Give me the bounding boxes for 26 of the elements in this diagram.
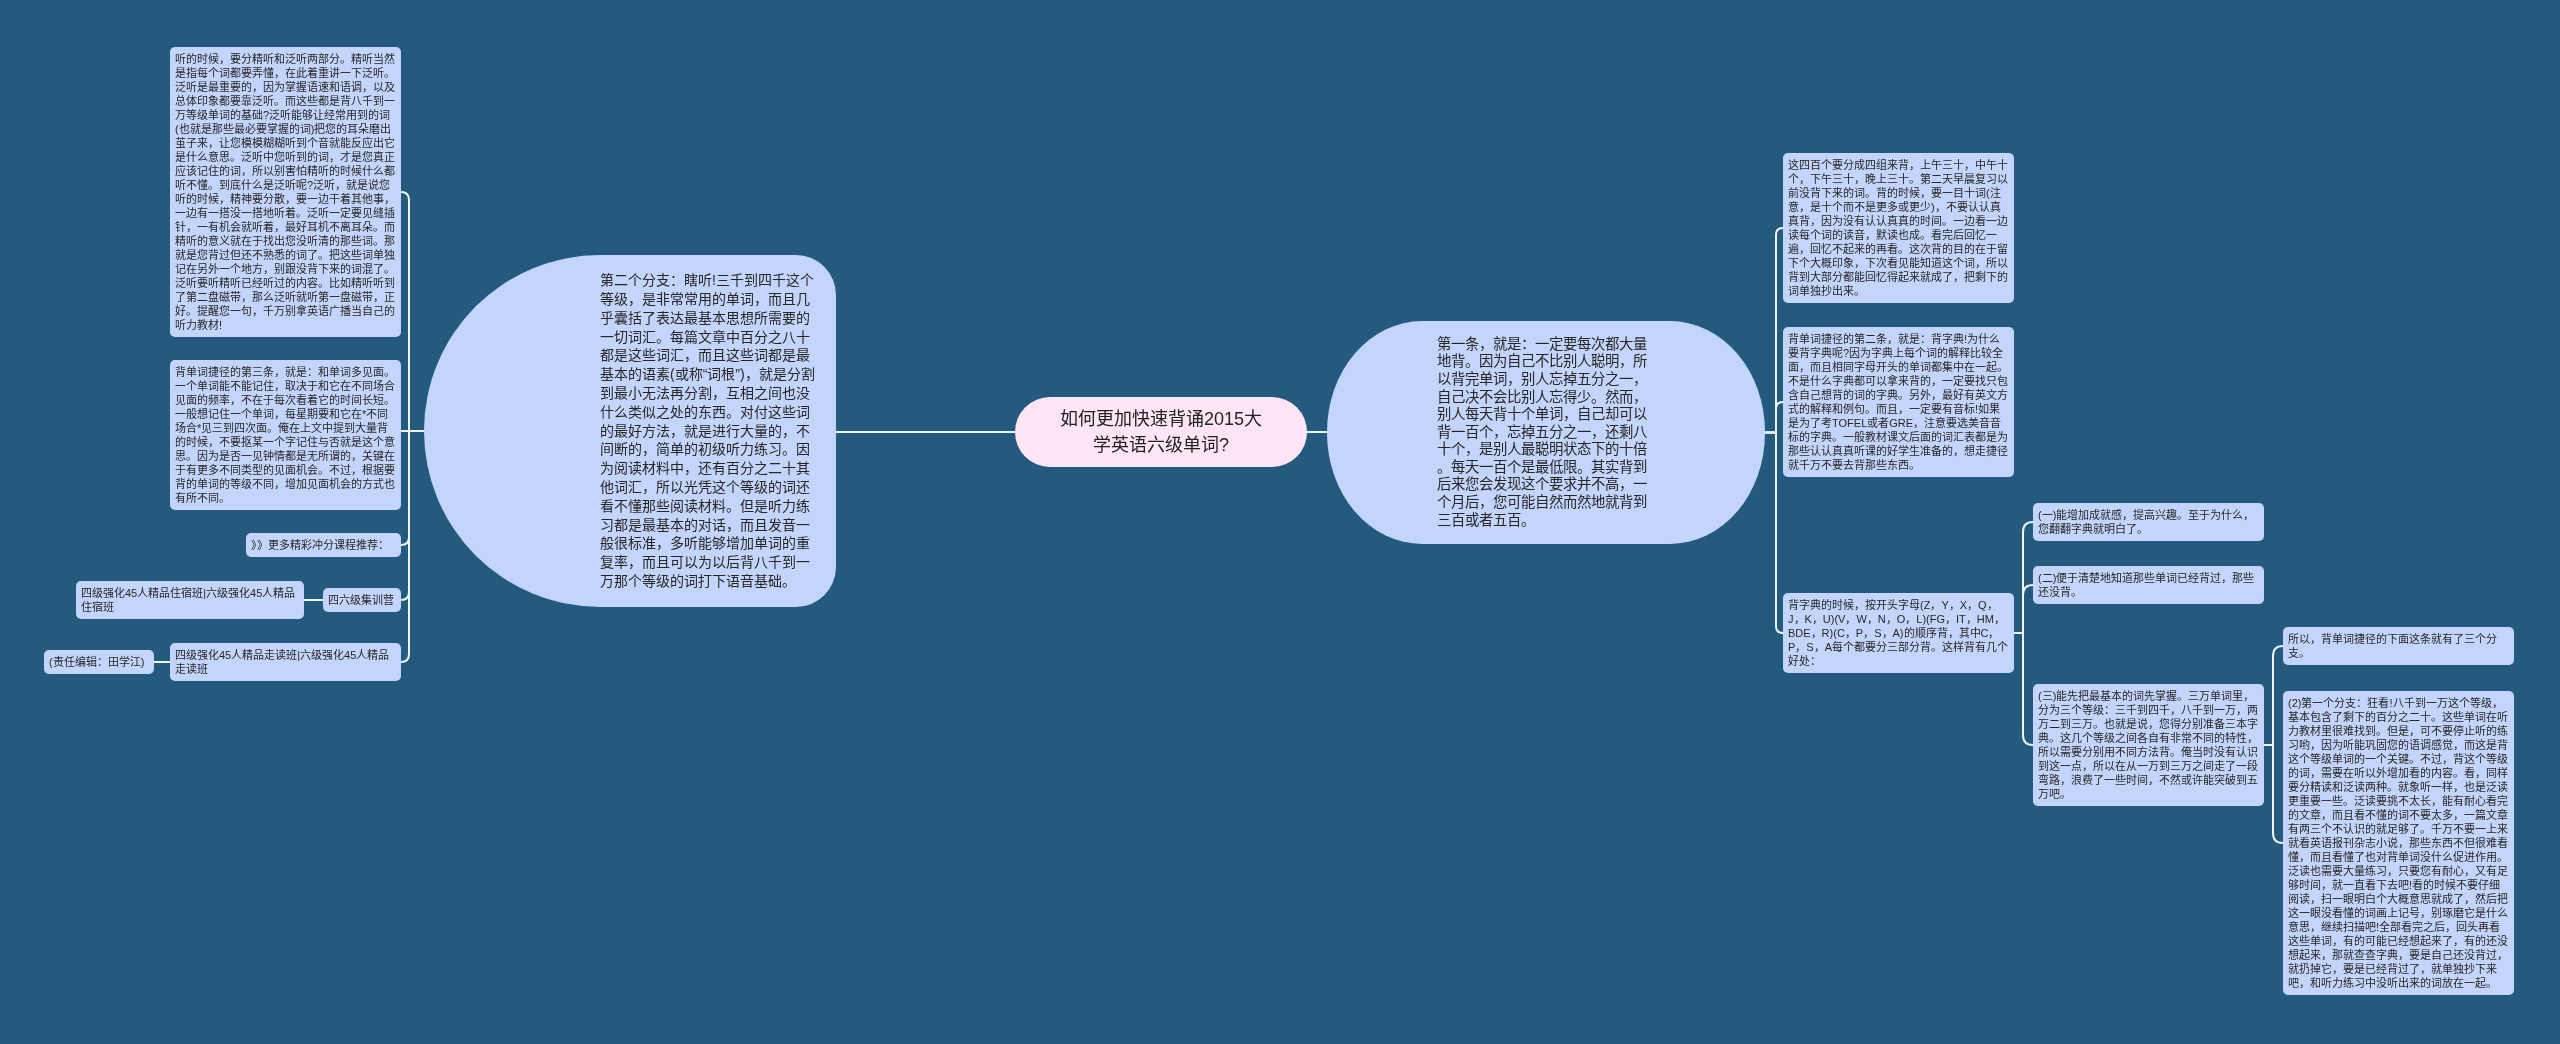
connector-line [303,599,324,601]
connector-line [400,430,425,663]
connector-line [153,661,171,663]
topic-card: (一)能增加成就感，提高兴趣。至于为什么，您翻翻字典就明白了。 [2033,503,2264,541]
topic-card: 四级强化45人精品住宿班|六级强化45人精品住宿班 [76,581,304,619]
topic-card: 四级强化45人精品走读班|六级强化45人精品走读班 [170,643,401,681]
central-topic: 如何更加快速背诵2015大学英语六级单词? [1015,397,1307,467]
connector-line [2013,632,2034,746]
topic-card: 这四百个要分成四组来背，上午三十，中午十个，下午三十，晚上三十。第二天早晨复习以前没背下来的词。背的时候，要一目十词(注意，是十个而不是更多或更少)，不要认认真真背，因为没有认认真真的时间。一边看一边读每个词的读音，默读也成。看完后回忆一遍，回忆不起来的再看。这次背的目的在于留下个大概印象，下次看见能知道这个词，所以背到大部分都能回忆得起来就成了，把剩下的词单独抄出来。 [1783,153,2014,303]
branch-bubble: 第二个分支：瞎听!三千到四千这个等级，是非常常用的单词，而且几乎囊括了表达最基本思想所需要的一切词汇。每篇文章中百分之八十都是这些词汇，而且这些词都是最基本的语素(或称“词根”)，就是分割到最小无法再分割，互相之间也没什么类似之处的东西。对付这些词的最好方法，就是进行大量的，不间断的，简单的初级听力练习。因为阅读材料中，还有百分之二十其他词汇，所以光凭这个等级的词还看不懂那些阅读材料。但是听力练习都是最基本的对话，而且发音一般很标准，多听能够增加单词的重复率，而且可以为以后背八千到一万那个等级的词打下语音基础。 [424,255,836,607]
topic-card: 四六级集训营 [323,588,401,612]
branch-bubble: 第一条，就是：一定要每次都大量地背。因为自己不比别人聪明，所以背完单词，别人忘掉五分之一，自己决不会比别人忘得少。然而，别人每天背十个单词，自己却可以背一百个，忘掉五分之一，还剩八十个，是别人最聪明状态下的十倍。每天一百个是最低限。其实背到后来您会发现这个要求并不高，一个月后，您可能自然而然地就背到三百或者五百。 [1327,321,1765,544]
topic-card: 听的时候，要分精听和泛听两部分。精听当然是指每个词都要弄懂，在此着重讲一下泛听。泛听是最重要的，因为掌握语速和语调，以及总体印象都要靠泛听。而这些都是背八千到一万等级单词的基础?泛听能够让经常用到的词(也就是那些最必要掌握的词)把您的耳朵磨出茧子来，让您模模糊糊听到个音就能反应出它是什么意思。泛听中您听到的词，才是您真正应该记住的词，所以别害怕精听的时候什么都听不懂。到底什么是泛听呢?泛听，就是说您听的时候，精神要分散，要一边干着其他事，一边有一搭没一搭地听着。泛听一定要见缝插针，一有机会就听着，最好耳机不离耳朵。而精听的意义就在于找出您没听清的那些词。那就是您背过但还不熟悉的词了。把这些词单独记在另外一个地方，别跟没背下来的词混了。泛听要听精听已经听过的内容。比如精听听到了第二盘磁带，那么泛听就听第一盘磁带，正好。提醒您一句，千万别拿英语广播当自己的听力教材! [170,47,401,337]
connector-line [835,431,1016,433]
topic-card: 所以，背单词捷径的下面这条就有了三个分支。 [2283,627,2514,665]
topic-card: (2)第一个分支：狂看!八千到一万这个等级，基本包含了剩下的百分之二十。这些单词在听力教材里很难找到。但是，可不要停止听的练习哟，因为听能巩固您的语调感觉，而这是背这个等级单词的一个关键。不过，背这个等级的词，需要在听以外增加看的内容。看，同样要分精读和泛读两种。就象听一样，也是泛读更重要一些。泛读要挑不太长，能有耐心看完的文章，而且看不懂的词不要太多，一篇文章有两三个不认识的就足够了。千万不要一上来就看英语报刊杂志小说，那些东西不但很难看懂，而且看懂了也对背单词没什么促进作用。泛读也需要大量练习，只要您有耐心，又有足够时间，就一直看下去吧!看的时候不要仔细阅读，扫一眼明白个大概意思就成了，然后把这一眼没看懂的词画上记号，别琢磨它是什么意思，继续扫描吧!全部看完之后，回头再看这些单词，有的可能已经想起来了，有的还没想起来，那就查查字典，要是自己还没背过，就扔掉它，要是已经背过了，就单独抄下来吧，和听力练习中没听出来的词放在一起。 [2283,691,2514,995]
connector-line [1306,431,1328,433]
topic-card: (三)能先把最基本的词先掌握。三万单词里，分为三个等级：三千到四千，八千到一万，两万二到三万。也就是说，您得分别准备三本字典。这几个等级之间各自有非常不同的特性，所以需要分别用不同方法背。俺当时没有认识到这一点，所以在从一万到三万之间走了一段弯路，浪费了一些时间，不然或许能突破到五万吧。 [2033,684,2264,806]
topic-card: 》》更多精彩冲分课程推荐： [246,533,401,557]
connector-line [1764,431,1784,634]
topic-card: 背单词捷径的第二条，就是：背字典!为什么要背字典呢?因为字典上每个词的解释比较全面，而且相同字母开头的单词都集中在一起。不是什么字典都可以拿来背的，一定要找只包含自己想背的词的字典。另外，最好有英文方式的解释和例句。而且，一定要有音标!如果是为了考TOFEL或者GRE，注意要选美音音标的字典。一般教材课文后面的词汇表都是为那些认认真真听课的好学生准备的，想走捷径就千万不要去背那些东西。 [1783,327,2014,477]
topic-card: (二)便于清楚地知道那些单词已经背过，那些还没背。 [2033,566,2264,604]
connector-line [2263,744,2284,844]
topic-card: 背单词捷径的第三条，就是：和单词多见面。一个单词能不能记住，取决于和它在不同场合见面的频率，不在于每次看着它的时间长短。一般想记住一个单词，每星期要和它在*不同场合*见三到四次面。俺在上文中提到大量背的时候，不要抠某一个字记住与否就是这个意思。因为是否一见钟情都是无所谓的，关键在于有更多不同类型的见面机会。不过，根据要背的单词的等级不同，增加见面机会的方式也有所不同。 [170,360,401,510]
topic-card: 背字典的时候，按开头字母(Z，Y，X，Q，J，K，U)(V，W，N，O，L)(FG，IT，HM，BDE，R)(C，P，S，A)的顺序背，其中C，P，S，A每个都要分三部分背。这样背有几个好处： [1783,593,2014,673]
topic-card: (责任编辑：田学江) [44,650,154,674]
